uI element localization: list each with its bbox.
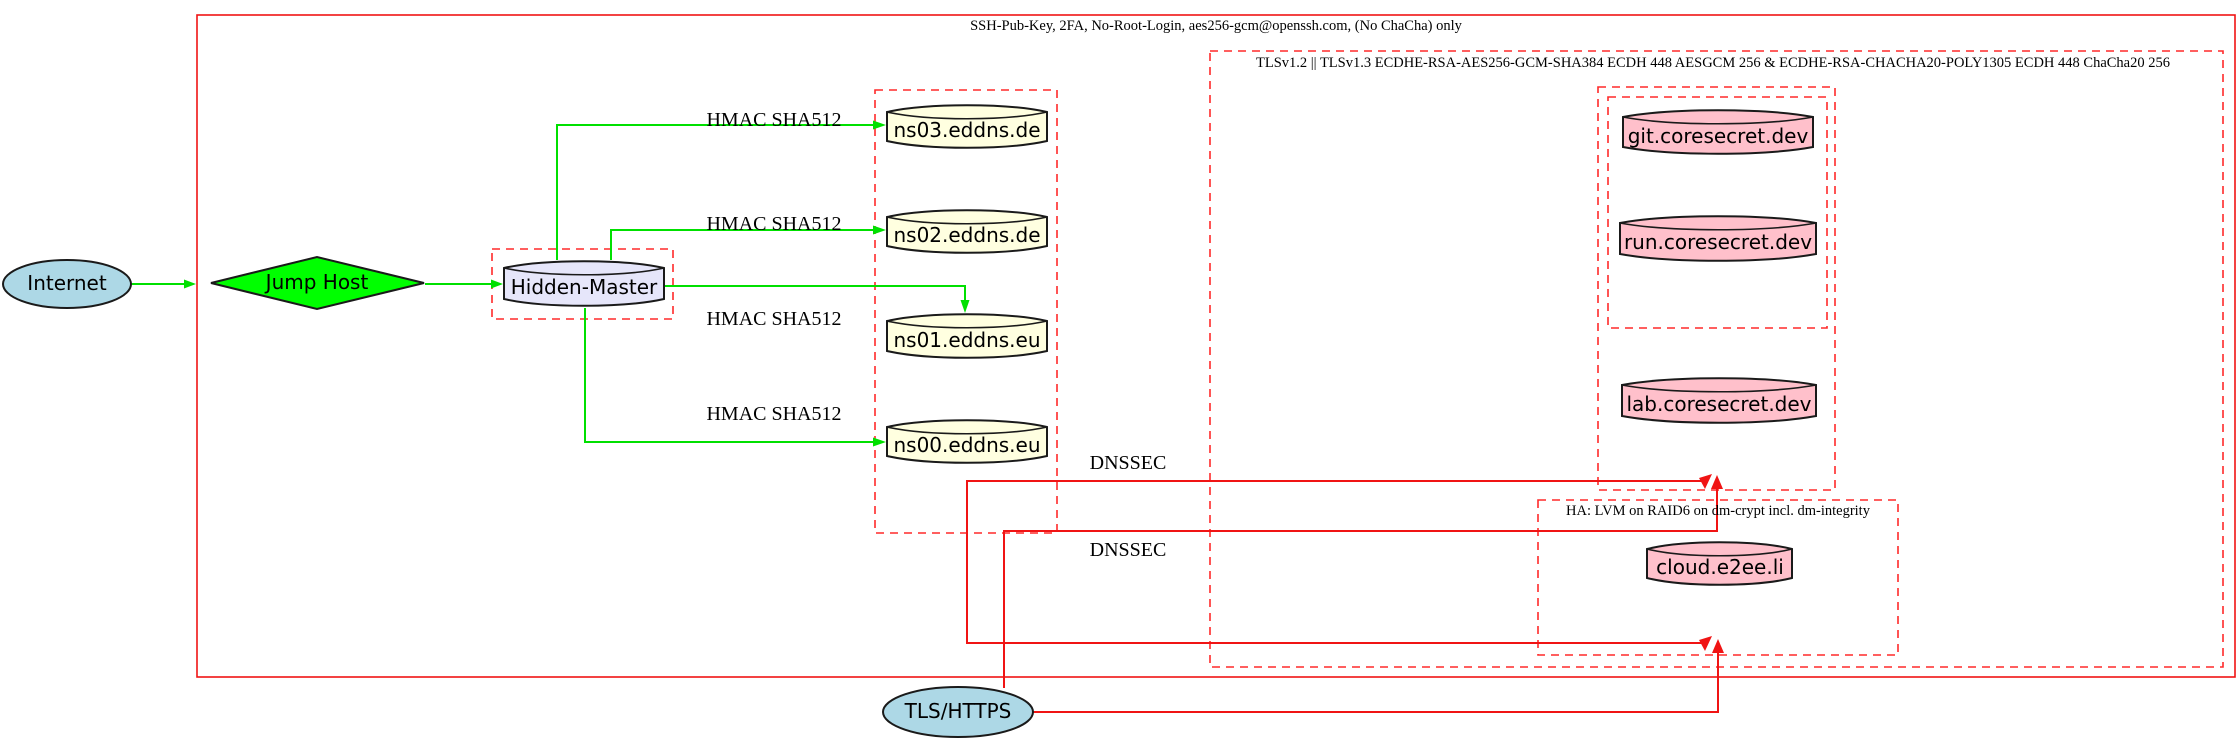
hmac-sha512-label-ns01: HMAC SHA512 [706,308,842,330]
internet-node [2,259,132,309]
edge-hiddenmaster-ns01 [664,285,966,300]
dns-cluster-box [874,89,1058,534]
ns01-label: ns01.eddns.eu [893,328,1041,352]
ha-cluster-label: HA: LVM on RAID6 on dm-crypt incl. dm-in… [1566,503,1870,519]
ns03-label: ns03.eddns.de [893,118,1041,142]
ns00-label: ns00.eddns.eu [893,433,1041,457]
dnssec-label-e2ee: DNSSEC [1089,539,1167,561]
edge-hiddenmaster-ns00 [584,308,873,443]
cloud-label: cloud.e2ee.li [1656,555,1784,579]
hidden-master-label: Hidden-Master [510,275,658,299]
ns02-node [886,209,1048,254]
ha-cluster-box [1537,499,1899,656]
edge-hiddenmaster-ns00-arrowhead [873,437,886,447]
tls-cluster-label: TLSv1.2 || TLSv1.3 ECDHE-RSA-AES256-GCM-… [1256,55,2170,71]
edge-hiddenmaster-ns02-arrowhead [873,225,886,235]
edge-tlshttps-coresecret [1003,489,1718,688]
jump-host-node [210,255,425,311]
cloud-node [1646,541,1793,586]
lab-node [1621,377,1817,424]
coresecret-inner-cluster-box [1607,96,1828,329]
jump-host-label: Jump Host [265,270,369,294]
edge-dns-e2ee-dnssec [966,533,1702,644]
edge-hiddenmaster-ns03 [556,124,873,260]
hmac-sha512-label-ns00: HMAC SHA512 [706,403,842,425]
ns03-node [886,104,1048,149]
ns02-label: ns02.eddns.de [893,223,1041,247]
tls-https-node [882,686,1034,738]
hidden-master-node [503,260,665,307]
git-label: git.coresecret.dev [1627,124,1809,148]
ns01-node [886,313,1048,359]
hmac-sha512-label-ns02: HMAC SHA512 [706,213,842,235]
ssh-cluster-label: SSH-Pub-Key, 2FA, No-Root-Login, aes256-… [970,18,1462,34]
tls-cluster-box [1209,50,2224,668]
edge-tlshttps-e2ee-arrowhead [1712,639,1724,653]
edge-hiddenmaster-ns01-arrowhead [960,300,970,313]
edge-dns-coresecret-dnssec [966,480,1702,533]
lab-label: lab.coresecret.dev [1626,392,1812,416]
tls-https-label: TLS/HTTPS [904,699,1012,723]
edge-hiddenmaster-ns02 [610,229,873,260]
edge-tlshttps-coresecret-arrowhead [1711,475,1723,489]
edge-dns-e2ee-arrowhead [1699,636,1712,651]
dnssec-label-coresecret: DNSSEC [1089,452,1167,474]
ssh-cluster-box [196,14,2236,678]
edge-internet-jumphost-arrowhead [184,279,196,289]
edge-dns-coresecret-arrowhead [1699,474,1712,489]
run-label: run.coresecret.dev [1623,230,1813,254]
internet-label: Internet [27,271,107,295]
run-node [1619,215,1817,262]
hmac-sha512-label-ns03: HMAC SHA512 [706,109,842,131]
git-node [1622,109,1814,155]
edge-tlshttps-e2ee [1032,653,1719,713]
edge-hiddenmaster-ns03-arrowhead [873,120,886,130]
edge-jumphost-hiddenmaster-arrowhead [491,279,503,289]
ns00-node [886,419,1048,464]
